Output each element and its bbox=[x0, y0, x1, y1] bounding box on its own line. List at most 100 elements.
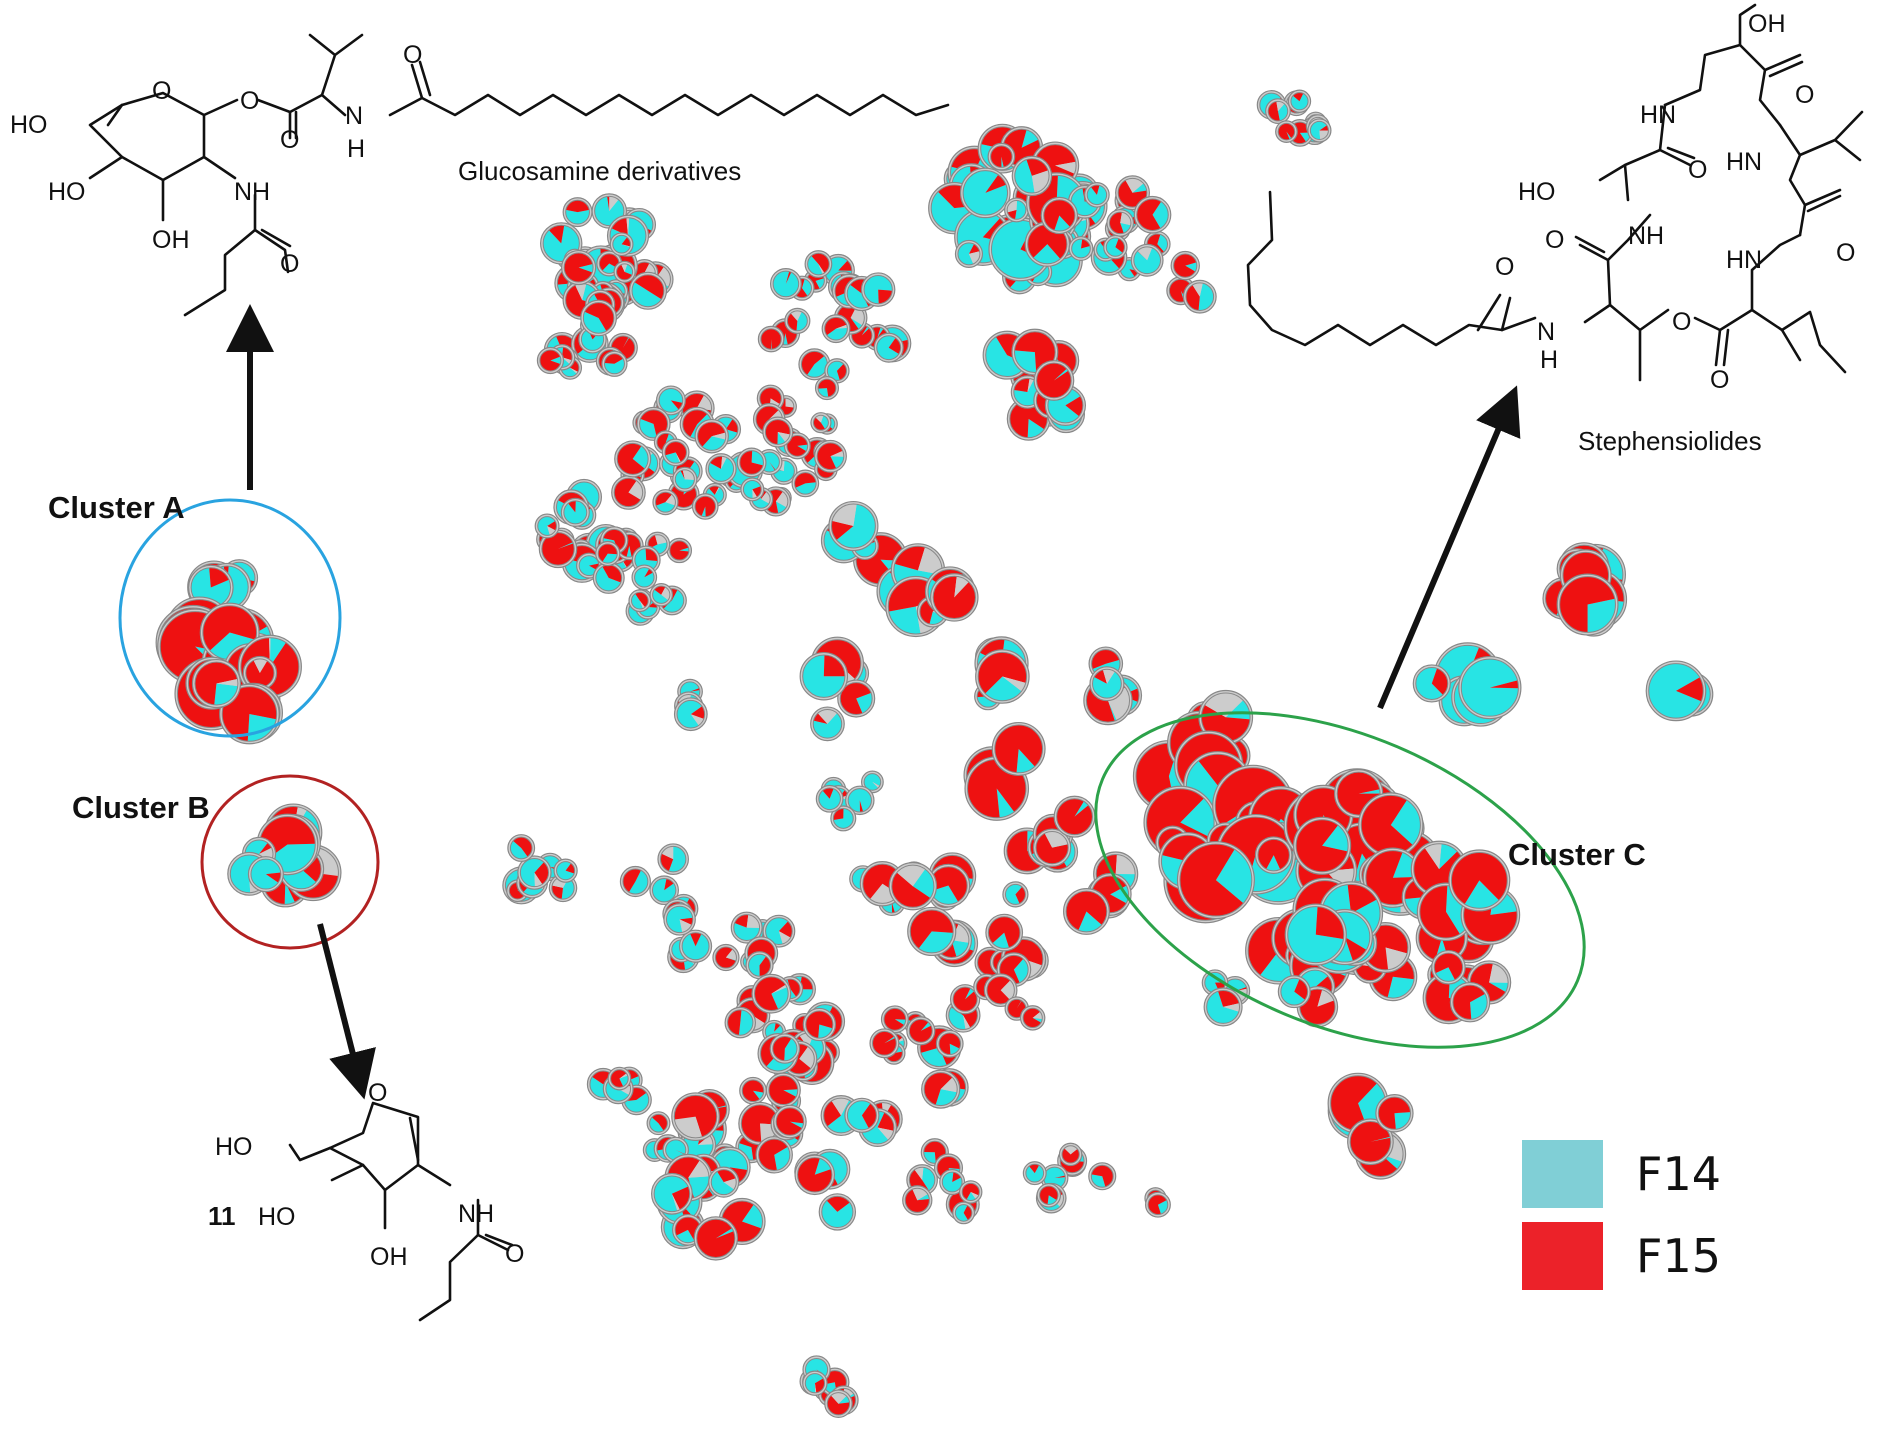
cluster-c-outline bbox=[1094, 711, 1586, 1049]
network-node bbox=[804, 250, 833, 278]
network-node bbox=[798, 348, 831, 381]
svg-text:NH: NH bbox=[234, 178, 270, 206]
network-node bbox=[769, 267, 802, 300]
network-node bbox=[614, 440, 652, 478]
svg-text:O: O bbox=[505, 1240, 524, 1268]
network-node bbox=[844, 1097, 880, 1133]
network-node bbox=[740, 477, 765, 502]
network-node bbox=[649, 583, 673, 607]
network-node bbox=[830, 805, 857, 832]
network-node bbox=[739, 1076, 767, 1105]
network-node bbox=[1106, 209, 1135, 237]
network-node bbox=[1458, 655, 1522, 720]
legend-swatch-f14 bbox=[1522, 1140, 1603, 1208]
svg-text:HO: HO bbox=[48, 178, 86, 206]
network-node bbox=[1022, 1161, 1047, 1186]
network-node bbox=[745, 951, 774, 980]
network-node bbox=[651, 1172, 693, 1215]
network-node bbox=[907, 906, 957, 957]
network-node bbox=[628, 271, 667, 310]
network-node bbox=[949, 984, 981, 1015]
network-node bbox=[818, 1193, 857, 1231]
network-node bbox=[517, 855, 552, 890]
network-node bbox=[1063, 888, 1110, 935]
network-node bbox=[1645, 660, 1707, 722]
svg-text:HN: HN bbox=[1726, 148, 1762, 176]
network-node bbox=[705, 453, 737, 485]
network-node bbox=[935, 1029, 964, 1058]
network-node bbox=[611, 475, 646, 510]
network-node bbox=[762, 416, 794, 448]
network-node bbox=[1284, 903, 1347, 966]
network-node bbox=[628, 589, 652, 613]
svg-text:N: N bbox=[1537, 318, 1555, 346]
network-node bbox=[738, 1101, 782, 1146]
network-node bbox=[765, 1072, 801, 1108]
network-node bbox=[869, 1028, 900, 1059]
svg-text:O: O bbox=[368, 1079, 387, 1107]
network-node bbox=[631, 564, 658, 591]
network-node bbox=[860, 770, 884, 794]
network-node bbox=[613, 260, 636, 283]
network-node bbox=[562, 197, 593, 228]
network-node bbox=[991, 721, 1046, 776]
svg-text:H: H bbox=[1540, 346, 1558, 374]
network-node bbox=[607, 1066, 632, 1091]
network-node bbox=[926, 863, 971, 908]
network-node bbox=[671, 1092, 720, 1141]
svg-text:O: O bbox=[1545, 226, 1564, 254]
network-node bbox=[666, 537, 693, 564]
network-node bbox=[242, 655, 278, 691]
svg-text:O: O bbox=[403, 41, 422, 69]
network-node bbox=[1448, 849, 1511, 912]
network-node bbox=[646, 1111, 671, 1136]
network-node bbox=[601, 350, 628, 377]
svg-text:OH: OH bbox=[370, 1243, 408, 1271]
network-node bbox=[560, 497, 590, 527]
network-node bbox=[1002, 881, 1029, 908]
network-node bbox=[921, 1069, 961, 1109]
compound-11-structure: HO O 11 HO OH NH O bbox=[208, 1079, 524, 1322]
network-node bbox=[791, 469, 820, 498]
network-node bbox=[1293, 816, 1352, 875]
svg-text:H: H bbox=[347, 135, 365, 163]
svg-text:O: O bbox=[280, 126, 299, 154]
svg-text:O: O bbox=[1688, 156, 1707, 184]
network-node bbox=[983, 973, 1018, 1008]
network-node bbox=[1176, 841, 1255, 920]
network-node bbox=[1053, 795, 1096, 838]
network-node bbox=[1275, 120, 1298, 143]
svg-text:HO: HO bbox=[258, 1203, 296, 1231]
network-node bbox=[619, 865, 651, 898]
stephensiolides-structure: OH HN O HN O HO NH O HN O O N H O O Step… bbox=[1246, 3, 1864, 456]
svg-text:O: O bbox=[1710, 366, 1729, 394]
network-node bbox=[930, 573, 979, 622]
network-node bbox=[815, 784, 844, 813]
network-node bbox=[784, 307, 811, 334]
svg-text:NH: NH bbox=[458, 1200, 494, 1228]
network-node bbox=[757, 325, 785, 353]
svg-text:HO: HO bbox=[1518, 178, 1556, 206]
network-node bbox=[837, 679, 876, 718]
network-node bbox=[1084, 182, 1110, 208]
network-node bbox=[1068, 236, 1094, 261]
network-node bbox=[655, 385, 686, 416]
network-node bbox=[1203, 987, 1243, 1027]
network-node bbox=[751, 973, 792, 1014]
svg-text:O: O bbox=[240, 87, 259, 115]
network-node bbox=[712, 943, 740, 972]
network-node bbox=[814, 376, 839, 401]
svg-text:NH: NH bbox=[1628, 222, 1664, 250]
network-node bbox=[1449, 981, 1491, 1023]
network-node bbox=[1036, 1182, 1062, 1208]
network-node bbox=[773, 1104, 807, 1139]
legend: F14 F15 bbox=[1522, 1140, 1721, 1290]
network-node bbox=[799, 651, 849, 701]
svg-text:OH: OH bbox=[1748, 10, 1786, 38]
network-node bbox=[1358, 792, 1424, 858]
cluster-b-outline bbox=[200, 774, 380, 950]
network-node bbox=[810, 412, 832, 434]
network-node bbox=[580, 299, 617, 337]
network-node bbox=[724, 1006, 757, 1039]
